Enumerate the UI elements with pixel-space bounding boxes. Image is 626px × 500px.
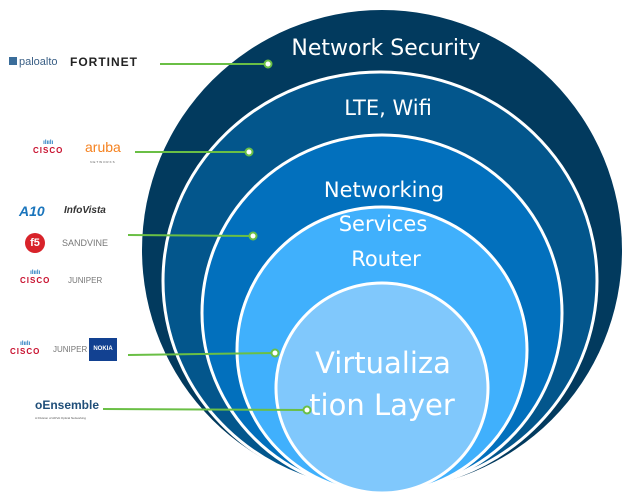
connector-dot xyxy=(263,59,273,69)
connector-router xyxy=(127,352,276,356)
logo-ensemble: oEnsemble A Division of ADVA Optical Net… xyxy=(35,398,100,420)
paloalto-text: paloalto xyxy=(19,56,58,68)
layer-virtualization xyxy=(274,281,490,495)
label-virtualization-2: tion Layer xyxy=(309,388,455,422)
logo-infovista: InfoVista xyxy=(64,205,106,216)
label-network-security: Network Security xyxy=(291,36,481,61)
logo-f5: f5 xyxy=(25,233,45,253)
logo-fortinet: FORTINET xyxy=(70,55,138,69)
label-virtualization-1: Virtualiza xyxy=(315,346,451,380)
connector-dot xyxy=(244,147,254,157)
label-services: Services xyxy=(338,212,428,236)
connector-dot xyxy=(302,405,312,415)
logo-nokia: NOKIA xyxy=(89,338,117,361)
connector-dot xyxy=(248,231,258,241)
logo-sandvine: SANDVINE xyxy=(62,238,109,248)
paloalto-mark-icon xyxy=(9,57,17,65)
logo-a10: A10 xyxy=(19,203,45,219)
label-networking: Networking xyxy=(323,178,445,202)
label-router: Router xyxy=(351,247,421,271)
cisco-bars-icon: ılıılı xyxy=(30,270,41,276)
connector-dot xyxy=(270,348,280,358)
logo-paloalto: paloalto xyxy=(9,56,58,68)
connector-networking xyxy=(127,234,254,237)
label-lte-wifi: LTE, Wifi xyxy=(344,96,432,120)
logo-juniper: JUNIPER xyxy=(68,276,103,285)
logo-juniper: JUNIPER xyxy=(53,345,88,354)
cisco-bars-icon: ılıılı xyxy=(43,140,54,146)
connector-virtualization xyxy=(102,408,308,411)
cisco-bars-icon: ılıılı xyxy=(20,341,31,347)
